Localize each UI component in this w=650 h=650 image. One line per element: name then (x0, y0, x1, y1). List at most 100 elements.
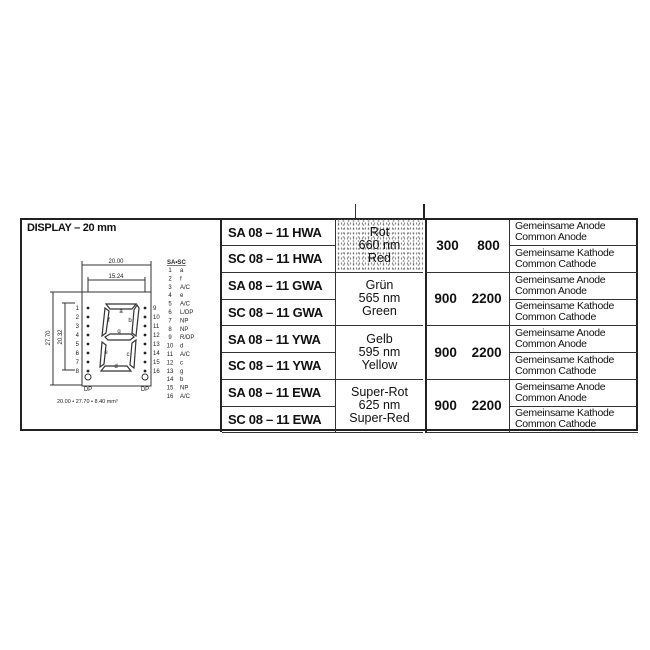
pin-table-function: NP (180, 327, 188, 333)
pin-number-left: 4 (76, 333, 80, 339)
value-2: 2200 (471, 291, 502, 307)
pin-dot-right (143, 333, 147, 337)
value-2: 800 (477, 237, 500, 253)
pin-number-left: 2 (76, 315, 80, 321)
pin-number-left: 8 (76, 369, 80, 375)
segment-label: g (117, 329, 120, 335)
pin-table-function: A/C (180, 394, 191, 400)
color-en: Green (362, 304, 397, 319)
pin-table-function: a (180, 268, 184, 274)
value-1: 900 (434, 344, 457, 360)
desc-en: Common Cathode (515, 364, 597, 377)
scan-mark (355, 204, 356, 218)
pin-table-function: R/DP (180, 335, 194, 341)
pin-table-number: 7 (168, 318, 172, 324)
color-de: Grün (365, 278, 394, 293)
wavelength: 625 nm (358, 398, 401, 413)
desc-en: Common Anode (515, 284, 587, 297)
part-label: SA 08 – 11 GWA (228, 278, 323, 293)
color-en: Yellow (361, 357, 398, 372)
color-en: Super-Red (349, 411, 410, 426)
pin-number-left: 5 (76, 342, 80, 348)
pin-table-number: 13 (167, 369, 174, 375)
part-number-cathode: SC 08 – 11 GWA (222, 299, 336, 326)
value-2: 2200 (471, 398, 502, 414)
pin-number-right: 15 (153, 360, 160, 366)
part-label: SA 08 – 11 HWA (228, 224, 322, 240)
segment-label: d (114, 364, 117, 370)
segment-label: a (119, 309, 123, 315)
pin-dot-left (86, 324, 90, 328)
pin-table-function: A/C (180, 302, 191, 308)
pin-dots (86, 306, 147, 373)
pin-dot-left (86, 369, 90, 373)
pin-table-function: NP (180, 386, 188, 392)
wavelength: 565 nm (358, 291, 401, 306)
pin-number-left: 3 (76, 324, 80, 330)
part-number-anode: SA 08 – 11 EWA (222, 379, 336, 407)
part-number-cathode: SC 08 – 11 EWA (222, 406, 336, 433)
display-outline (81, 291, 152, 387)
pin-dot-right (143, 324, 147, 328)
dp-label-left: DP (84, 387, 92, 393)
desc-de: Gemeinsame Anode (515, 220, 606, 232)
desc-en: Common Cathode (515, 257, 597, 270)
pin-dot-left (86, 306, 90, 310)
segment-label: f (108, 318, 110, 324)
segment-label: e (104, 350, 108, 356)
pin-table-number: 8 (168, 327, 172, 333)
value-1: 900 (434, 398, 457, 414)
part-label: SA 08 – 11 YWA (228, 331, 321, 347)
pin-table-function: d (180, 344, 183, 350)
datasheet-table (20, 218, 638, 431)
pin-dot-right (143, 342, 147, 346)
pin-dot-right (143, 306, 147, 310)
pin-dot-left (86, 360, 90, 364)
pin-table-number: 12 (167, 360, 174, 366)
desc-en: Common Cathode (515, 311, 597, 324)
pin-table-number: 16 (167, 394, 174, 400)
part-label: SC 08 – 11 GWA (228, 304, 323, 320)
pin-table-number: 11 (167, 352, 174, 358)
scan-mark (423, 204, 425, 218)
desc-de: Gemeinsame Kathode (515, 353, 615, 366)
desc-en: Common Anode (515, 338, 587, 350)
pin-table-function: A/C (180, 285, 191, 291)
part-label: SC 08 – 11 HWA (228, 251, 323, 267)
pin-table-function: e (180, 293, 184, 299)
pin-table-function: L/DP (180, 310, 193, 316)
formula: 20.00 • 27.70 • 8.40 mm³ (57, 399, 118, 405)
desc-en: Common Anode (515, 391, 587, 404)
part-number-anode: SA 08 – 11 YWA (222, 326, 336, 353)
pin-dot-right (143, 360, 147, 364)
dim-width: 20.00 (108, 259, 124, 265)
seven-segment-digit (99, 303, 140, 372)
pin-table-number: 14 (167, 377, 174, 383)
segment-label: b (128, 318, 132, 324)
pin-table-function: c (180, 360, 183, 366)
part-number-cathode: SC 08 – 11 HWA (222, 246, 336, 273)
pin-number-left: 7 (76, 360, 80, 366)
pin-table-function: NP (180, 318, 188, 324)
desc-de: Gemeinsame Anode (515, 380, 606, 393)
pin-dot-left (86, 351, 90, 355)
pin-number-right: 12 (153, 333, 160, 339)
pin-table-function: A/C (180, 352, 191, 358)
pin-table-number: 10 (167, 344, 174, 350)
pin-dot-right (143, 351, 147, 355)
part-label: SA 08 – 11 EWA (228, 385, 321, 400)
value-1: 900 (434, 291, 457, 307)
pin-table-number: 9 (168, 335, 172, 341)
pin-dot-left (86, 333, 90, 337)
color-de: Rot (369, 224, 390, 239)
desc-en: Common Anode (515, 231, 587, 243)
